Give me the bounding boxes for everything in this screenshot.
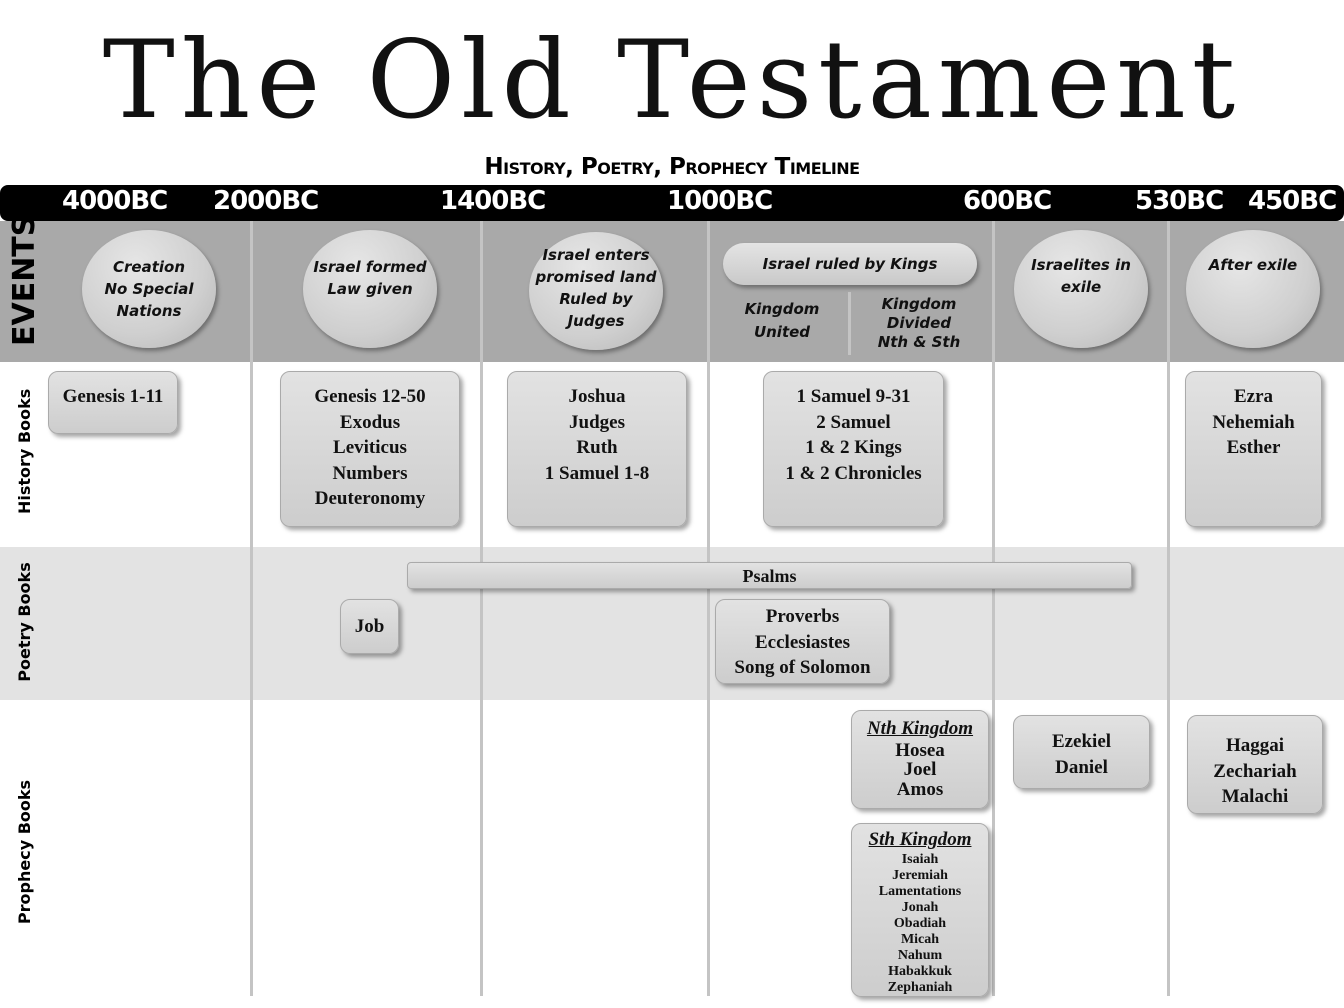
event-creation: Creation No Special Nations [82, 230, 216, 348]
book: 2 Samuel [816, 411, 891, 433]
book: Ecclesiastes [755, 631, 850, 653]
book: Hosea [895, 739, 945, 761]
divider [1167, 221, 1170, 996]
event-text: Israel formed [313, 258, 427, 276]
event-text: promised land [535, 268, 657, 286]
divider [992, 221, 995, 996]
event-text: No Special [104, 280, 194, 298]
event-kings: Israel ruled by Kings [723, 243, 977, 285]
book: 1 Samuel 9-31 [796, 386, 911, 407]
prophecy-south-box: Sth Kingdom Isaiah Jeremiah Lamentations… [851, 823, 989, 997]
event-after-exile: After exile [1186, 230, 1320, 348]
book: Joshua [568, 386, 626, 407]
event-text: After exile [1208, 256, 1298, 274]
book: Genesis 12-50 [314, 386, 426, 407]
row-label-poetry: Poetry Books [15, 562, 34, 682]
date-label: 600BC [963, 186, 1052, 216]
event-exile: Israelites in exile [1014, 230, 1148, 348]
book: 1 & 2 Kings [805, 437, 902, 458]
book: Isaiah [901, 852, 939, 867]
book: Exodus [339, 411, 401, 433]
event-text: Ruled by Judges [559, 290, 633, 330]
poetry-box-job: Job [340, 599, 399, 654]
event-text: Divided [886, 314, 952, 332]
divider [707, 221, 710, 996]
book: Genesis 1-11 [62, 386, 164, 407]
row-label-prophecy: Prophecy Books [15, 779, 34, 925]
row-label-history: History Books [15, 388, 34, 514]
book: Ruth [576, 437, 618, 458]
event-text: Kingdom [744, 300, 820, 318]
event-text: Law given [327, 280, 413, 298]
book: Jonah [901, 900, 939, 915]
date-label: 4000BC [62, 186, 168, 216]
event-text: United [753, 323, 811, 341]
book: Micah [900, 932, 940, 947]
psalms-bar: Psalms [407, 562, 1132, 589]
timeline-bar [0, 185, 1344, 221]
event-israel-formed: Israel formed Law given [303, 230, 437, 348]
history-box: Genesis 12-50 Exodus Leviticus Numbers D… [280, 371, 460, 527]
event-promised-land: Israel enters promised land Ruled by Jud… [529, 232, 663, 350]
event-text: Nations [116, 302, 182, 320]
book: Ezra [1233, 386, 1274, 407]
history-box: Joshua Judges Ruth 1 Samuel 1-8 [507, 371, 687, 527]
book: 1 Samuel 1-8 [544, 462, 650, 484]
page-title: The Old Testament [102, 18, 1242, 143]
book: Zechariah [1213, 760, 1297, 782]
row-label-events: EVENTS [7, 214, 42, 346]
poetry-box-wisdom: Proverbs Ecclesiastes Song of Solomon [715, 599, 890, 684]
north-heading: Nth Kingdom [852, 719, 988, 739]
book: Obadiah [893, 916, 947, 931]
prophecy-post-box: Haggai Zechariah Malachi [1187, 715, 1323, 814]
south-heading-text: Sth Kingdom [868, 829, 972, 850]
book: Zephaniah [887, 980, 953, 995]
book: Ezekiel [1051, 731, 1112, 752]
book: Song of Solomon [734, 657, 871, 678]
book: Malachi [1221, 786, 1289, 807]
date-label: 2000BC [213, 186, 319, 216]
event-text: Israelites in [1031, 256, 1131, 274]
divider [480, 221, 483, 996]
divider [250, 221, 253, 996]
book: Numbers [332, 462, 408, 484]
book: Jeremiah [892, 868, 948, 883]
south-heading: Sth Kingdom [852, 828, 988, 852]
date-label: 450BC [1248, 186, 1337, 216]
event-kingdom-divided: Kingdom Divided Nth & Sth [862, 295, 976, 352]
subtitle: History, Poetry, Prophecy Timeline [484, 154, 860, 180]
history-box: Ezra Nehemiah Esther [1185, 371, 1322, 527]
book: Esther [1226, 437, 1281, 458]
book: Judges [569, 411, 625, 433]
event-text: Israel enters [542, 246, 650, 264]
date-label: 1400BC [440, 186, 546, 216]
book: Leviticus [333, 437, 407, 458]
book: Nahum [897, 948, 943, 963]
book: Lamentations [878, 884, 962, 899]
event-text: Creation [113, 258, 185, 276]
history-box: 1 Samuel 9-31 2 Samuel 1 & 2 Kings 1 & 2… [763, 371, 944, 527]
book: Habakkuk [888, 964, 952, 979]
book: Deuteronomy [314, 488, 426, 509]
book: Proverbs [765, 606, 840, 627]
kingdom-divider [848, 292, 851, 355]
book: Daniel [1055, 756, 1108, 778]
event-text: Nth & Sth [877, 333, 961, 351]
book: Amos [896, 778, 944, 800]
book: Joel [903, 759, 937, 780]
prophecy-north-box: Nth Kingdom Hosea Joel Amos [851, 710, 989, 809]
prophecy-exile-box: Ezekiel Daniel [1013, 715, 1150, 789]
north-heading-text: Nth Kingdom [866, 718, 974, 739]
date-label: 530BC [1135, 186, 1224, 216]
book: 1 & 2 Chronicles [785, 462, 922, 484]
event-text: exile [1060, 278, 1102, 296]
date-label: 1000BC [667, 186, 773, 216]
event-kingdom-united: Kingdom United [730, 298, 834, 344]
history-box: Genesis 1-11 [48, 371, 178, 434]
event-text: Kingdom [881, 295, 957, 313]
book: Nehemiah [1212, 411, 1295, 433]
book: Haggai [1225, 735, 1285, 756]
